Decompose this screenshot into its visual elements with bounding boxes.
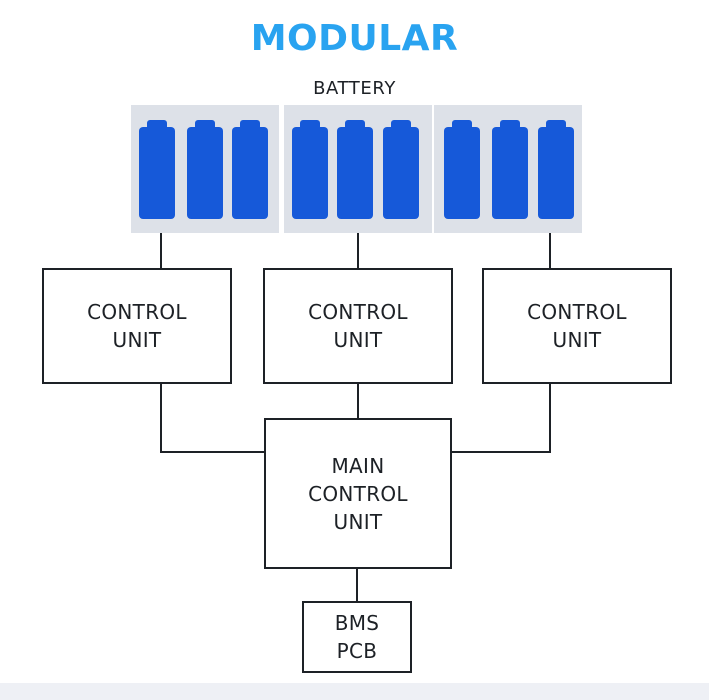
connector-cu1-main (160, 451, 266, 453)
control-unit-label-line2: UNIT (552, 328, 602, 352)
connector-cu2-main (357, 384, 359, 420)
battery-cell-icon (444, 120, 480, 219)
control-unit-label-line2: UNIT (333, 328, 383, 352)
connector-cu3-down (549, 384, 551, 453)
control-unit-1: CONTROL UNIT (42, 268, 232, 384)
control-unit-3: CONTROL UNIT (482, 268, 672, 384)
battery-pack-3 (434, 105, 582, 233)
battery-pack-2 (284, 105, 432, 233)
control-unit-label-line1: CONTROL (527, 300, 627, 324)
control-unit-label: CONTROL UNIT (308, 298, 408, 354)
main-control-unit-label-line2: CONTROL (308, 481, 408, 506)
battery-label: BATTERY (313, 78, 396, 99)
battery-cell-icon (187, 120, 223, 219)
main-control-unit-label: MAIN CONTROL UNIT (308, 452, 408, 536)
battery-cell-icon (139, 120, 175, 219)
bms-pcb-label-line2: PCB (336, 639, 378, 663)
connector-cu3-main (450, 451, 551, 453)
connector-pack3-cu3 (549, 233, 551, 270)
diagram-title: MODULAR (250, 18, 459, 59)
control-unit-label: CONTROL UNIT (527, 298, 627, 354)
main-control-unit-label-line1: MAIN (331, 453, 385, 478)
battery-pack-1 (131, 105, 279, 233)
battery-cell-icon (492, 120, 528, 219)
battery-cell-icon (232, 120, 268, 219)
connector-cu1-down (160, 384, 162, 453)
connector-pack2-cu2 (357, 233, 359, 270)
main-control-unit: MAIN CONTROL UNIT (264, 418, 452, 569)
control-unit-label-line1: CONTROL (87, 300, 187, 324)
connector-main-bms (356, 569, 358, 603)
bms-pcb-label: BMS PCB (335, 609, 380, 665)
main-control-unit-label-line3: UNIT (333, 509, 383, 534)
control-unit-label: CONTROL UNIT (87, 298, 187, 354)
connector-pack1-cu1 (160, 233, 162, 270)
battery-cell-icon (538, 120, 574, 219)
battery-cell-icon (383, 120, 419, 219)
control-unit-label-line2: UNIT (112, 328, 162, 352)
bms-pcb: BMS PCB (302, 601, 412, 673)
bms-pcb-label-line1: BMS (334, 611, 380, 635)
battery-cell-icon (337, 120, 373, 219)
control-unit-2: CONTROL UNIT (263, 268, 453, 384)
bottom-band (0, 683, 709, 700)
control-unit-label-line1: CONTROL (308, 300, 408, 324)
battery-cell-icon (292, 120, 328, 219)
